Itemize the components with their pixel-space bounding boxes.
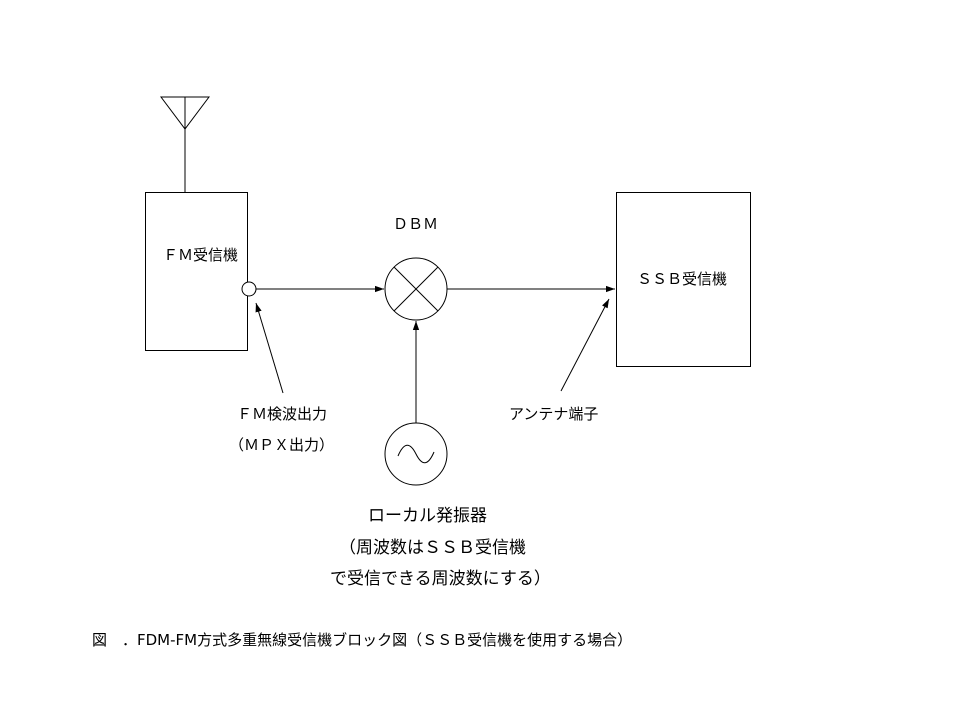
- dbm-label: ＤＢＭ: [393, 215, 439, 233]
- antenna-icon: [160, 96, 210, 192]
- fm-receiver-box: [145, 192, 248, 351]
- mpx-output-label: （ＭＰＸ出力）: [229, 436, 335, 454]
- local-oscillator-icon: [384, 422, 448, 486]
- ssb-receiver-label: ＳＳＢ受信機: [637, 270, 728, 288]
- oscillator-note-line2: で受信できる周波数にする）: [330, 569, 551, 589]
- figure-caption: 図 ．FDM-FM方式多重無線受信機ブロック図（ＳＳＢ受信機を使用する場合）: [92, 631, 633, 649]
- dbm-mixer-icon: [384, 257, 448, 321]
- antenna-terminal-label: アンテナ端子: [509, 405, 599, 423]
- local-oscillator-label: ローカル発振器: [368, 506, 487, 526]
- oscillator-note-line1: （周波数はＳＳＢ受信機: [339, 538, 526, 558]
- fm-output-label: ＦＭ検波出力: [237, 405, 328, 423]
- ssb-receiver-box: [616, 192, 751, 367]
- fm-receiver-label: ＦＭ受信機: [163, 246, 239, 264]
- antenna-terminal-pointer: [560, 298, 610, 392]
- fm-output-terminal: [241, 281, 257, 297]
- fm-output-pointer: [255, 302, 284, 394]
